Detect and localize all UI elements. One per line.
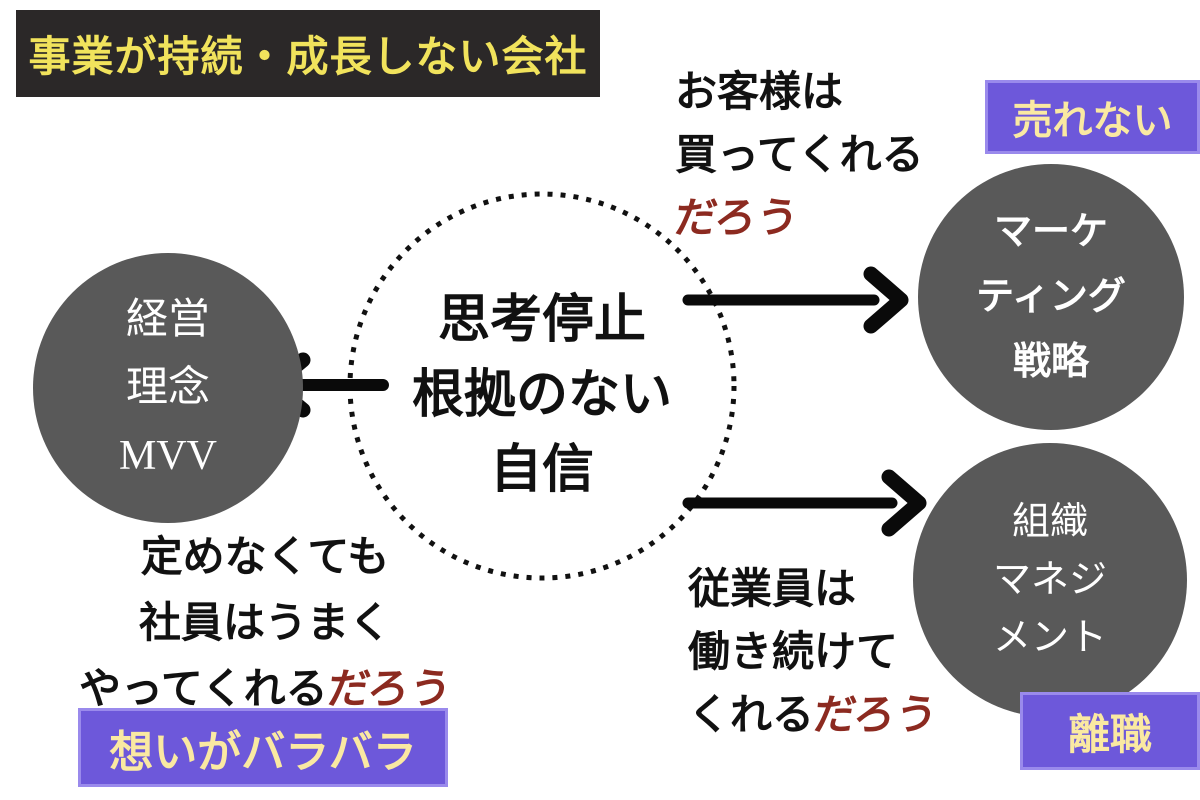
node-organization-line-1: 組織 [1011,501,1088,543]
assumption-employee-line-1: 従業員は [688,565,857,612]
bottom-right-arrow-icon [682,469,927,537]
badge-scattered-thoughts-label: 想いがバラバラ [109,727,417,777]
badge-not-selling: 売れない [985,80,1200,154]
assumption-staff-line-1: 定めなくても [140,533,390,580]
assumption-customer-text: お客様は 買ってくれる だろう [672,60,924,249]
assumption-customer-line-2: 買ってくれる [675,131,924,178]
node-management-circle: 経営 理念 MVV [33,253,303,523]
assumption-staff-text: 定めなくても 社員はうまく やってくれるだろう [65,524,465,722]
assumption-employee-line-3-prefix: くれる [688,691,815,738]
node-marketing-line-3: 戦略 [1012,340,1089,383]
badge-turnover: 離職 [1020,692,1200,770]
center-circle-text: 思考停止 根拠のない 自信 [352,283,732,508]
center-line-2: 根拠のない [411,366,672,424]
node-organization-line-2: マネジ [992,559,1107,601]
node-marketing-line-1: マーケ [993,210,1108,253]
node-management-line-3: MVV [118,433,217,479]
node-marketing-circle: マーケ ティング 戦略 [918,164,1184,430]
top-right-arrow-icon [682,266,909,334]
center-line-3: 自信 [489,441,594,499]
node-management-line-1: 経営 [125,297,210,343]
assumption-employee-text: 従業員は 働き続けて くれるだろう [688,557,941,746]
title-banner: 事業が持続・成長しない会社 [16,10,600,97]
badge-turnover-label: 離職 [1067,710,1152,758]
assumption-staff-line-3: やってくれるだろう [65,656,465,722]
assumption-customer-line-3: だろう [672,186,924,249]
node-management-line-2: 理念 [125,365,210,411]
assumption-employee-emphasis: だろう [810,691,941,738]
node-organization-circle: 組織 マネジ メント [913,443,1187,717]
center-line-1: 思考停止 [437,291,646,349]
badge-not-selling-label: 売れない [1012,99,1173,143]
assumption-staff-line-3-prefix: やってくれる [78,665,328,712]
assumption-customer-line-1: お客様は [675,68,844,115]
badge-scattered-thoughts: 想いがバラバラ [78,708,448,787]
assumption-customer-emphasis: だろう [671,194,802,241]
assumption-employee-line-3: くれるだろう [688,683,941,746]
node-marketing-line-2: ティング [976,275,1126,318]
assumption-employee-line-2: 働き続けて [688,628,899,675]
node-organization-line-3: メント [992,617,1107,659]
page-title: 事業が持続・成長しない会社 [28,33,588,80]
assumption-staff-line-2: 社員はうまく [138,599,391,646]
